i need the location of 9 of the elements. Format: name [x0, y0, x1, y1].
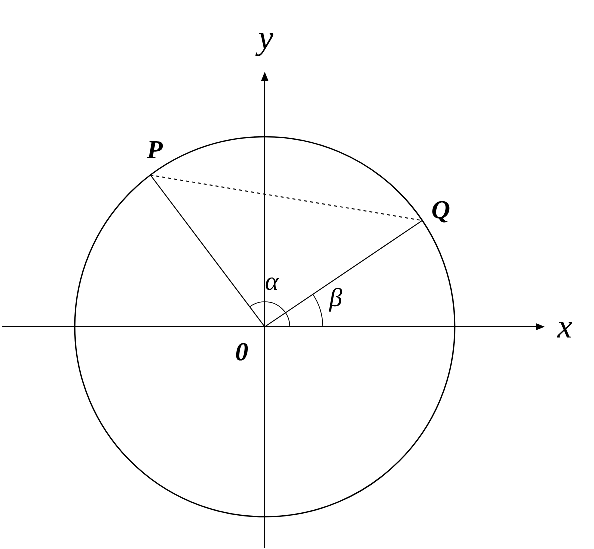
axis-label: y: [256, 34, 274, 56]
point-label: 0: [236, 343, 248, 361]
angle-label: α: [266, 278, 280, 290]
angle-label: β: [329, 288, 342, 312]
line-segment: [150, 174, 266, 328]
axis-label: x: [557, 322, 572, 338]
line-segment: [264, 220, 424, 328]
point-label: Q: [432, 201, 450, 223]
point-label: P: [147, 141, 164, 158]
